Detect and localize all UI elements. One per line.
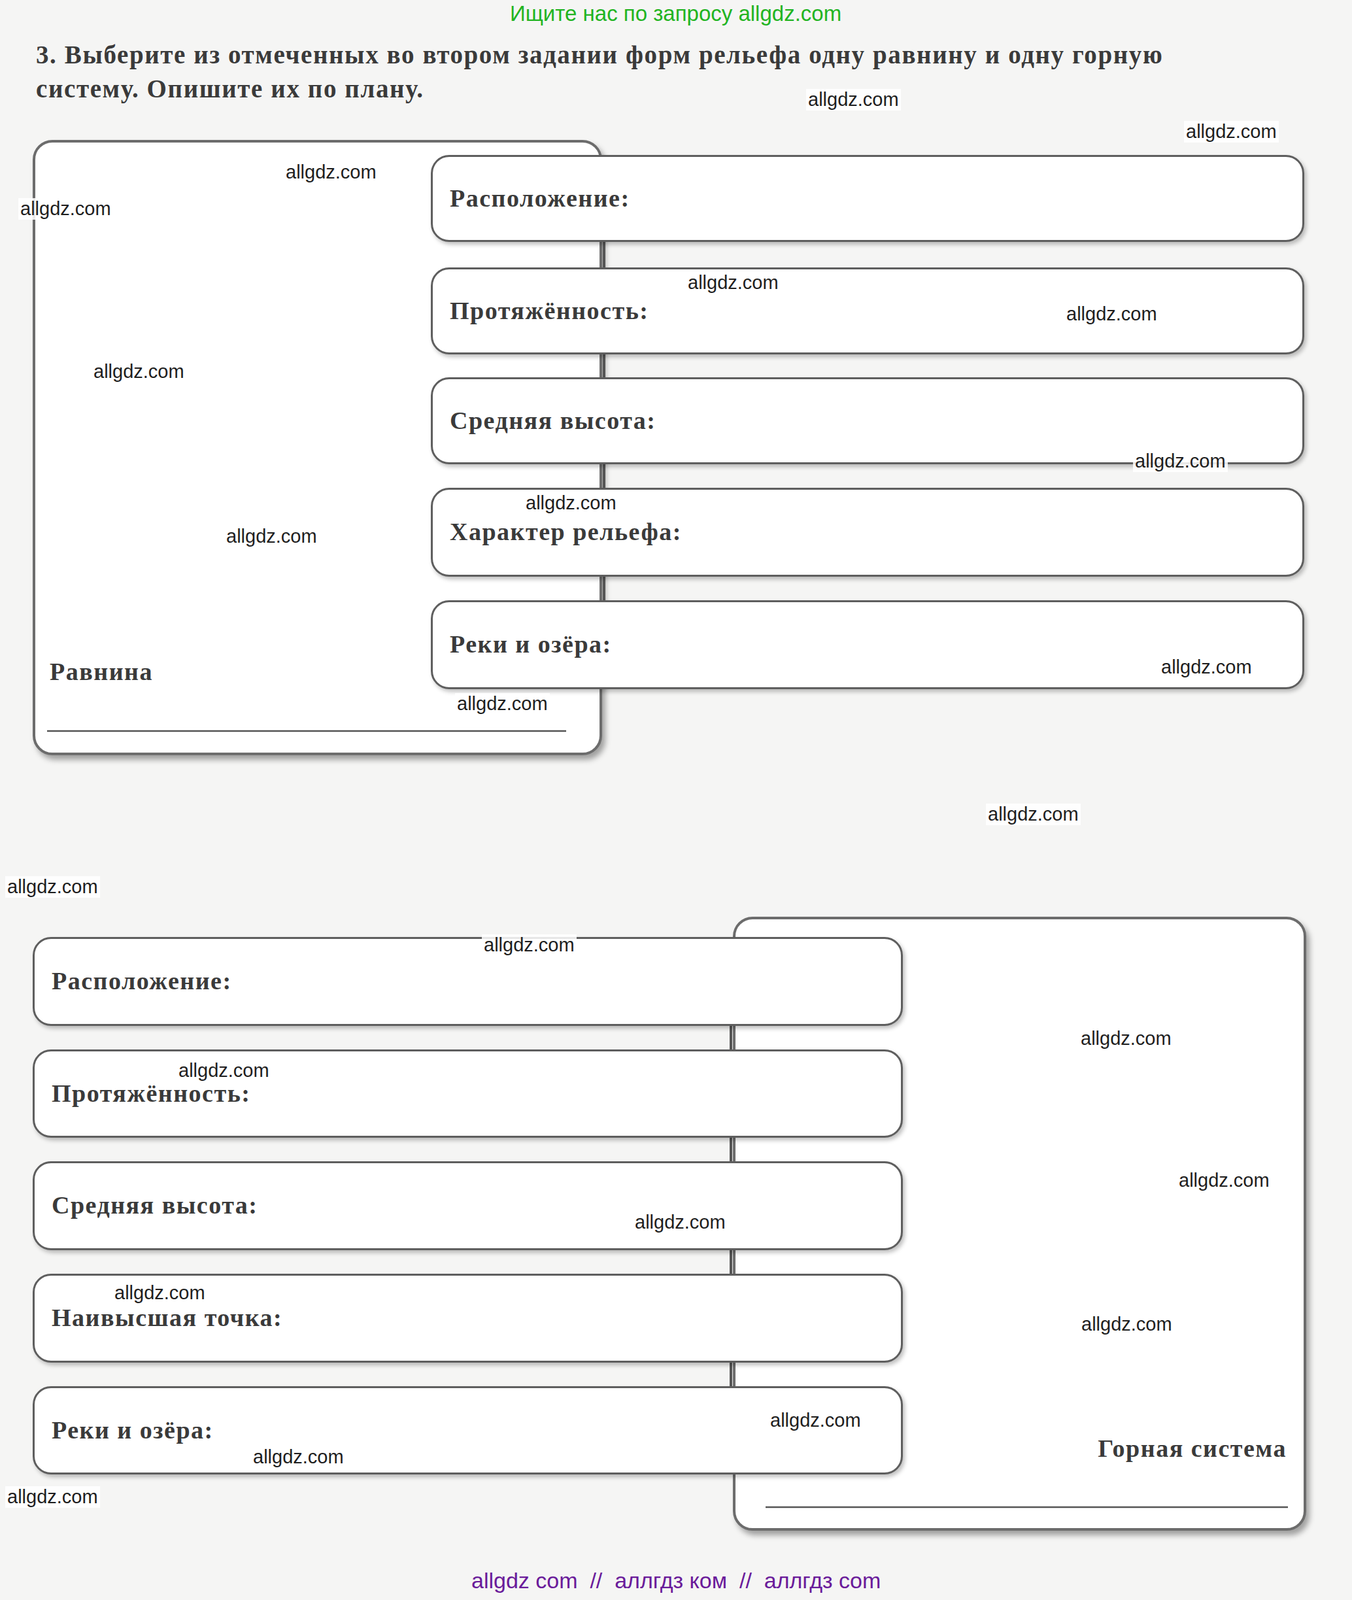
node-label: Протяжённость: [51,1078,251,1109]
node-label: Наивысшая точка: [51,1302,283,1334]
watermark: allgdz.com [5,876,101,898]
plan-box: Протяжённость: [32,1049,903,1138]
connector-line [602,354,606,378]
node-label: Средняя высота: [449,405,657,437]
watermark: allgdz.com [1159,656,1254,678]
watermark: allgdz.com [632,1211,728,1234]
watermark: allgdz.com [806,88,901,111]
watermark: allgdz.com [91,360,187,383]
connector-line [602,576,606,601]
watermark: allgdz.com [1132,450,1228,473]
watermark: allgdz.com [1183,120,1279,143]
node-label: Реки и озёра: [449,629,612,660]
connector-line [729,1362,733,1386]
watermark: allgdz.com [455,692,550,715]
plan-box: Протяжённость: [430,267,1305,355]
watermark: allgdz.com [18,198,114,220]
connector-line [729,1250,733,1274]
watermark: allgdz.com [5,1486,101,1508]
watermark: allgdz.com [1078,1027,1174,1050]
site-footer: allgdz com // аллгдз ком // аллгдз com [471,1567,881,1594]
task-heading: 3. Выберите из отмеченных во втором зада… [35,37,1207,106]
watermark: allgdz.com [1176,1169,1272,1192]
plan-box: Расположение: [430,154,1305,242]
plan-box: Расположение: [32,936,903,1026]
watermark: allgdz.com [176,1059,272,1082]
node-label: Расположение: [449,183,631,214]
connector-line [729,1025,733,1050]
site-header: Ищите нас по запросу allgdz.com [509,1,842,27]
connector-line [602,464,606,488]
plan-box: Средняя высота: [32,1161,903,1251]
watermark: allgdz.com [1079,1313,1175,1336]
watermark: allgdz.com [523,492,619,514]
watermark: allgdz.com [985,803,1081,826]
watermark: allgdz.com [685,271,781,294]
node-label: Средняя высота: [51,1190,259,1221]
node-label: Реки и озёра: [51,1415,214,1446]
watermark: allgdz.com [112,1282,208,1304]
connector-line [602,241,606,268]
watermark: allgdz.com [283,161,379,184]
watermark: allgdz.com [251,1446,346,1468]
node-label: Расположение: [51,966,233,997]
watermark: allgdz.com [481,934,577,956]
node-label: Характер рельефа: [449,517,682,548]
watermark: allgdz.com [224,525,320,548]
node-label: Протяжённость: [449,296,649,327]
connector-line [729,1137,733,1162]
watermark: allgdz.com [768,1409,863,1432]
watermark: allgdz.com [1064,303,1160,325]
